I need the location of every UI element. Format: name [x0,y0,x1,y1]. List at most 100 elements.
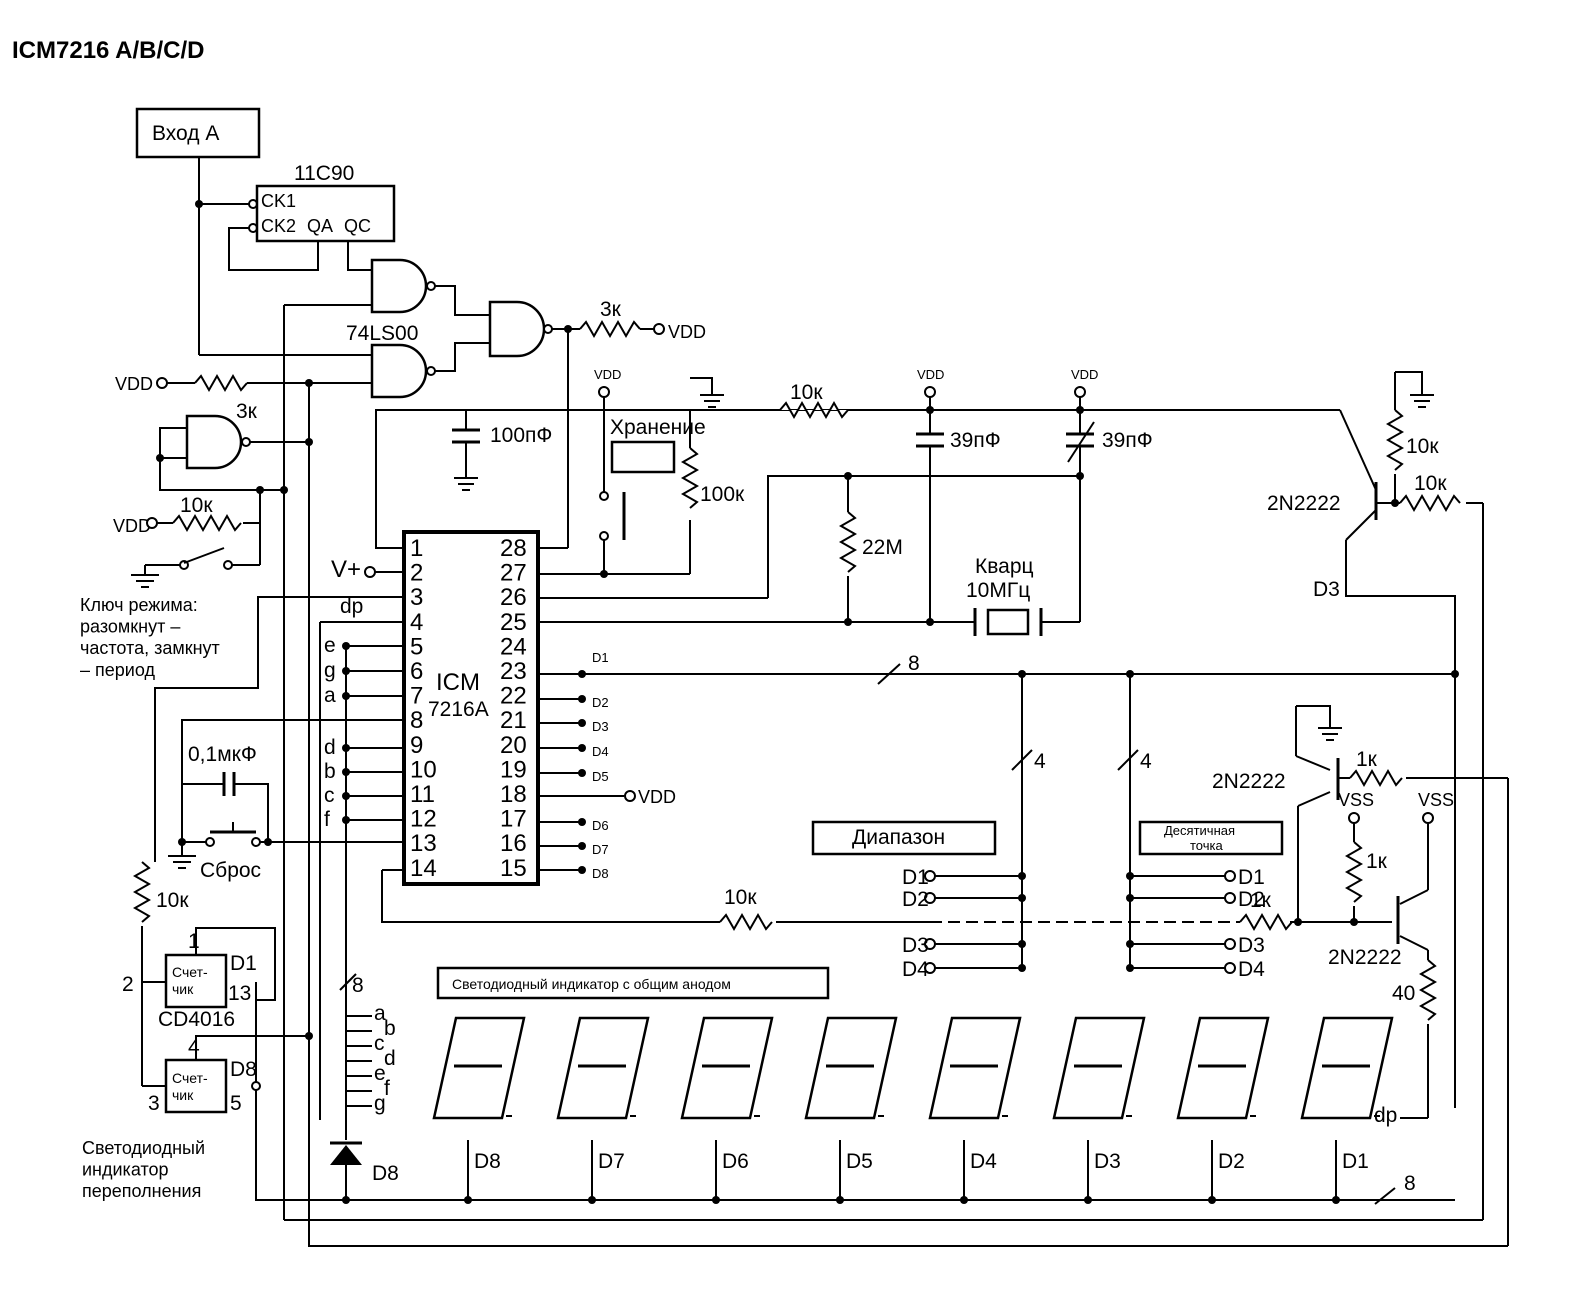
range-label: Диапазон [852,826,945,849]
pin-left-6: 6 [410,658,423,685]
anode-label-D3: D3 [1094,1150,1121,1173]
anode-label-D2: D2 [1218,1150,1245,1173]
rangesw-node-1 [1018,872,1026,880]
chip-main-line1: ICM [436,669,480,696]
dpsw-contact-2[interactable] [1224,892,1236,904]
rangesw-node-3 [1018,940,1026,948]
pin-left-1: 1 [410,535,423,562]
dpsw-label-2: D2 [1238,888,1265,911]
digit-node-8 [578,866,586,874]
vdd-c39: VDD [917,367,944,382]
pin-qa: QA [307,216,333,236]
digit-D2 [1176,1016,1270,1120]
pin-right-26: 26 [500,584,527,611]
pin-right-23: 23 [500,658,527,685]
digit-node-5 [578,769,586,777]
counter-1 [164,953,228,1009]
hold-label: Хранение [610,416,706,439]
pin-right-28: 28 [500,535,527,562]
transistor-q1-label: 2N2222 [1267,492,1341,515]
bus-4-range: 4 [1034,750,1046,773]
pin-right-22: 22 [500,683,527,710]
hold-switch-box[interactable] [610,440,676,474]
pin-left-8: 8 [410,707,423,734]
pin-right-18: 18 [500,781,527,808]
led-display-label: Светодиодный индикатор с общим анодом [452,976,731,992]
bus-4-dp: 4 [1140,750,1152,773]
digit-D1 [1300,1016,1394,1120]
rangesw-label-2: D2 [902,888,929,911]
r-10k-q1b: 10к [1414,472,1447,495]
vdd-pin18: VDD [638,787,676,807]
nand-gate-3 [488,300,553,358]
diagram-title: ICM7216 A/B/C/D [12,37,205,64]
digit-label-6: D6 [592,818,609,833]
pin-left-3: 3 [410,584,423,611]
overflow-led-text-line-3: переполнения [82,1181,201,1201]
digit-D7 [556,1016,650,1120]
chip-11c90-name: 11C90 [294,162,354,185]
pin-right-21: 21 [500,707,527,734]
counter-pin-2: 2 [122,973,134,996]
counter-pin-1: 1 [188,930,200,953]
segment-label-d: d [324,736,336,759]
vdd-hold: VDD [594,367,621,382]
pin-left-9: 9 [410,732,423,759]
digit-node-4 [578,744,586,752]
mode-key-label: Ключ режима:разомкнут –частота, замкнут–… [80,595,220,680]
digit-D3 [1052,1016,1146,1120]
digit-node-6 [578,818,586,826]
digit-D4 [928,1016,1022,1120]
decimal-point-box[interactable] [1138,820,1284,856]
counter-d1: D1 [230,952,257,975]
digit-node-3 [578,719,586,727]
anode-label-D1: D1 [1342,1150,1369,1173]
rangesw-label-4: D4 [902,958,929,981]
counter-d8: D8 [230,1058,257,1081]
pin-right-27: 27 [500,560,527,587]
crystal-label-1: Кварц [975,555,1034,578]
dpsw-node-3 [1126,940,1134,948]
r-1k-q2: 1к [1356,748,1378,771]
counter-2-text-line-2: чик [172,1087,194,1103]
anode-node-D4 [960,1196,968,1204]
counter-2-text: Счет- [172,1070,208,1086]
chip-main-line2: 7216A [428,698,489,721]
range-box[interactable] [811,820,997,856]
dpsw-label-1: D1 [1238,866,1265,889]
decimal-point-label-2: точка [1190,838,1223,853]
segment-label-g: g [324,659,336,682]
vss-2: VSS [1418,790,1454,810]
dpsw-contact-4[interactable] [1224,962,1236,974]
digit-node-7 [578,842,586,850]
anode-node-D5 [836,1196,844,1204]
overflow-d8: D8 [372,1162,399,1185]
decimal-point-label-1: Десятичная [1164,823,1235,838]
vdd-c39var: VDD [1071,367,1098,382]
r-22m: 22М [862,536,903,559]
overflow-led-text: Светодиодный [82,1138,205,1158]
c-39pf-var: 39пФ [1102,429,1153,452]
digit-node-1 [578,670,586,678]
pin-left-7: 7 [410,683,423,710]
vdd-left-2: VDD [113,516,151,536]
pin-left-11: 11 [410,781,435,808]
mode-switch[interactable] [183,547,225,564]
dpsw-label-3: D3 [1238,934,1265,957]
dpsw-contact-3[interactable] [1224,938,1236,950]
counter-2-label: Счет-чик [172,1070,208,1103]
rangesw-label-3: D3 [902,934,929,957]
r-10k-mode: 10к [180,494,213,517]
v-plus-label: V+ [331,556,361,583]
dpsw-contact-1[interactable] [1224,870,1236,882]
chip-11c90 [255,184,396,243]
led-display-label-box [436,966,830,1000]
anode-node-D6 [712,1196,720,1204]
crystal [986,608,1030,636]
